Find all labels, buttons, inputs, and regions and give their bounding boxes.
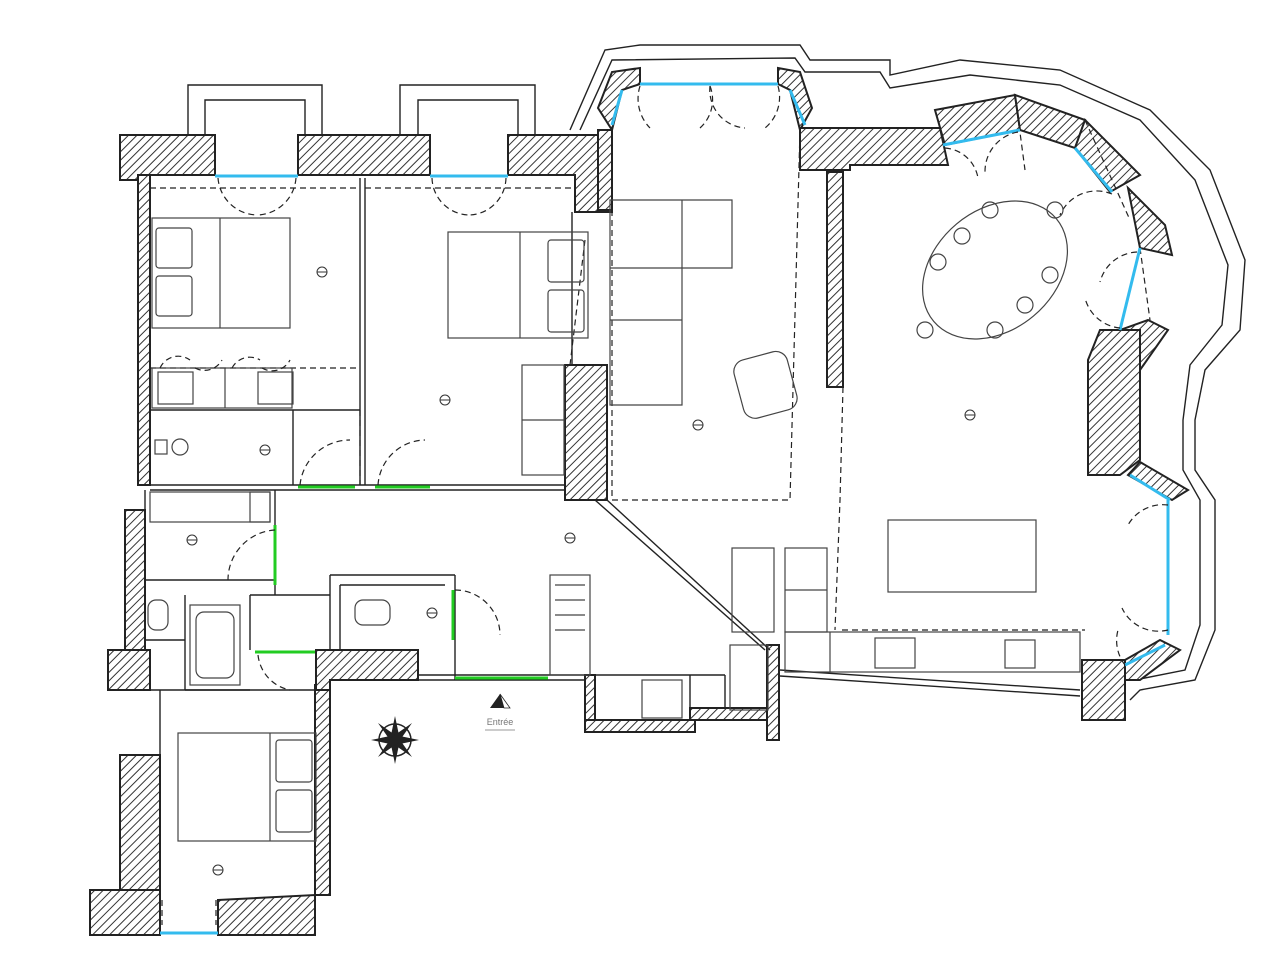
wall-storage-bottom2: [584, 719, 696, 733]
wall-left-lower: [107, 649, 151, 691]
toilet-bath: [147, 599, 169, 631]
wall-top-mid: [297, 134, 431, 176]
bed-bedroom2: [447, 231, 589, 339]
doors: [255, 485, 548, 680]
window-dining-1: [942, 128, 1021, 147]
windows: [160, 82, 1171, 935]
vanity-bath: [149, 491, 271, 523]
bed-bedroom3: [177, 732, 317, 842]
wall-right-mid: [1087, 329, 1141, 476]
wall-top-right: [799, 127, 950, 171]
wall-left-bath: [124, 509, 146, 651]
window-living-3: [1124, 643, 1166, 667]
wall-entry-left: [315, 649, 419, 691]
coffee-table: [887, 519, 1037, 593]
entry-arrow-icon: [490, 693, 511, 709]
wall-right-lower: [1126, 460, 1190, 502]
door-swings: [161, 85, 1169, 925]
bed-bedroom1: [151, 217, 291, 329]
wall-top-left: [119, 134, 216, 181]
window-dining-2: [1073, 147, 1114, 193]
ceiling-light-icon: [186, 266, 976, 876]
wall-column-top: [597, 129, 613, 211]
window-bay-right: [788, 89, 807, 126]
entry-label: Entrée: [487, 717, 514, 727]
bathtub: [189, 604, 241, 686]
window-dining-3: [1118, 247, 1142, 331]
walls: [89, 66, 1190, 936]
wall-bottom-right-2: [1124, 638, 1182, 681]
window-bay-left: [610, 89, 624, 126]
wall-bottom-right: [1081, 659, 1126, 721]
wall-left-bedroom1: [137, 174, 151, 486]
wall-curve-3: [1073, 118, 1142, 194]
wardrobe-bedroom1: [151, 355, 294, 409]
armchair-living: [733, 350, 798, 419]
wall-column-center: [564, 364, 608, 501]
wall-kitchen-post: [766, 644, 780, 741]
partitions: [144, 175, 1081, 890]
compass-rose-icon: [371, 716, 419, 764]
wall-curve-4: [1126, 184, 1174, 257]
wall-curve-2: [1013, 93, 1087, 150]
facade-outline: [187, 44, 1246, 701]
kitchen-units: [729, 547, 1081, 711]
wall-top-mid2: [507, 134, 613, 213]
wall-column-right: [826, 171, 844, 388]
sink-bedroom1: [154, 438, 189, 456]
wall-bottom-left: [89, 889, 161, 936]
wall-left-bedroom3: [119, 754, 161, 896]
shoe-cabinet: [549, 574, 683, 719]
toilet-wc: [354, 599, 391, 626]
wall-right-bedroom3: [314, 684, 331, 896]
dining-table: [916, 200, 1069, 340]
wardrobe-bedroom2: [521, 364, 565, 476]
wall-bottom-left-2: [217, 893, 316, 936]
window-living-1: [1129, 473, 1171, 502]
sofa-living: [609, 199, 733, 406]
